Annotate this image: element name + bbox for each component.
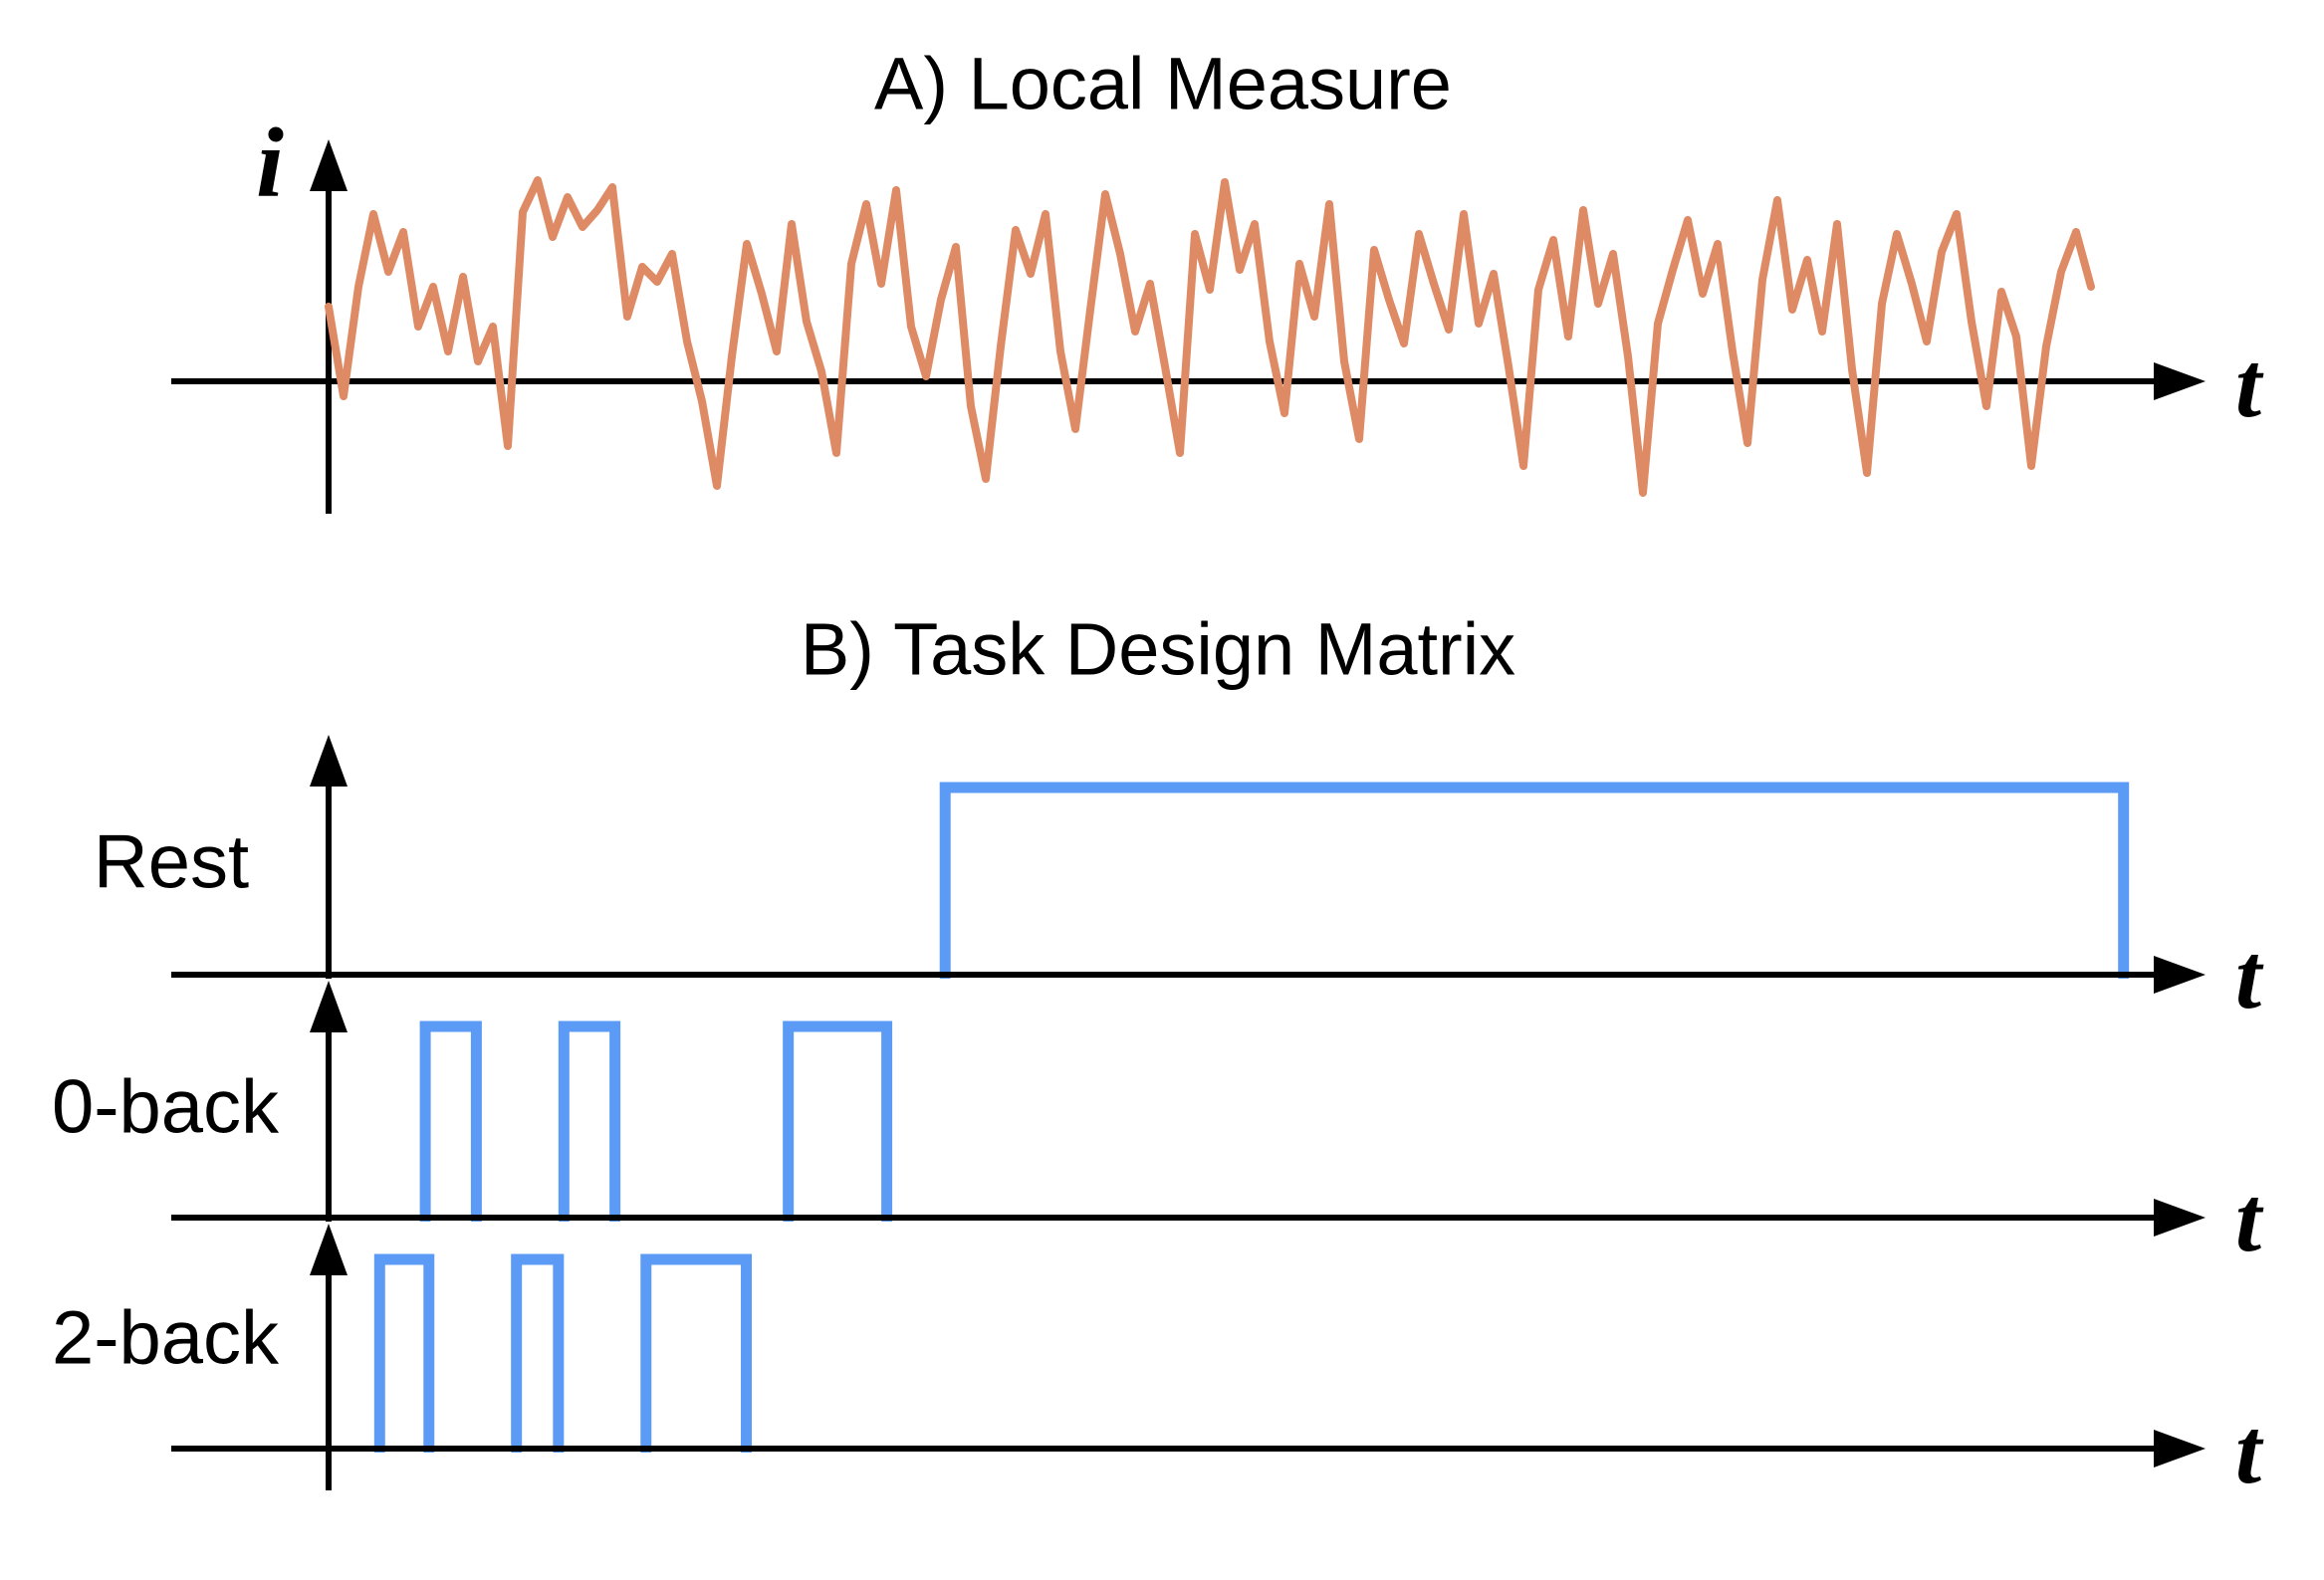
panel-a-title: A) Local Measure [874, 42, 1452, 125]
boxcar-pulse [640, 1253, 753, 1453]
y-axis-arrowhead [310, 735, 348, 787]
two-back-x-axis-label: t [2234, 1400, 2262, 1503]
boxcar-pulse [783, 1020, 893, 1222]
x-axis-arrowhead [2154, 362, 2206, 400]
y-axis-arrowhead [310, 139, 348, 191]
row-label-2-back: 2-back [51, 1295, 280, 1381]
boxcar-pulse [511, 1253, 565, 1453]
x-axis-arrowhead [2154, 956, 2206, 994]
row-label-rest: Rest [93, 819, 250, 905]
y-axis-arrowhead [310, 1224, 348, 1275]
zero-back-x-axis-label: t [2234, 1168, 2262, 1271]
signal-line [325, 176, 2095, 497]
boxcar-pulse [558, 1020, 621, 1222]
x-axis-arrowhead [2154, 1430, 2206, 1467]
boxcar-pulse [419, 1020, 482, 1222]
panel-b-title: B) Task Design Matrix [800, 607, 1516, 691]
boxcar-pulse [939, 782, 2130, 979]
boxcar-pulse [373, 1253, 435, 1453]
row-label-0-back: 0-back [51, 1064, 280, 1150]
y-axis-arrowhead [310, 981, 348, 1032]
panel-a-y-axis-label: i [256, 107, 284, 218]
panel-a-x-axis-label: t [2234, 334, 2262, 437]
rest-x-axis-label: t [2234, 925, 2262, 1028]
x-axis-arrowhead [2154, 1199, 2206, 1237]
